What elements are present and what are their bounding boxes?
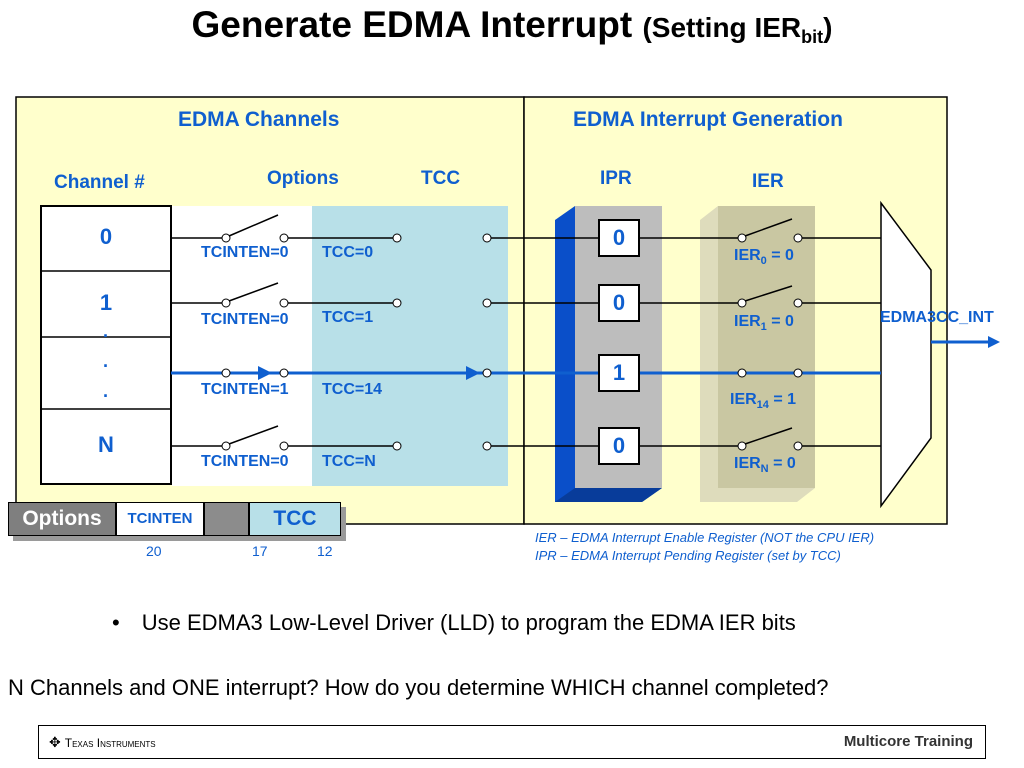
ier-bar xyxy=(718,206,815,488)
channel-ellipsis-dot: · xyxy=(103,356,109,376)
bullet-text: Use EDMA3 Low-Level Driver (LLD) to prog… xyxy=(141,610,796,635)
open-switch xyxy=(744,427,793,445)
channel-table xyxy=(40,205,172,485)
edma3cc-int-label: EDMA3CC_INT xyxy=(880,309,994,326)
bullet-icon: • xyxy=(112,610,120,635)
open-switch xyxy=(228,214,279,237)
options-column-header: Options xyxy=(267,168,339,189)
ipr-bit-0: 0 xyxy=(598,219,640,257)
ipr-note: IPR – EDMA Interrupt Pending Register (s… xyxy=(535,548,841,563)
ipr-bit-1: 0 xyxy=(598,284,640,322)
signal-row-0 xyxy=(171,214,881,243)
tcinten-label-1: TCINTEN=0 xyxy=(201,311,289,328)
ier-label-0: IER0 = 0 xyxy=(734,247,794,267)
tcc-label-0: TCC=0 xyxy=(322,244,374,261)
ti-logo-icon: ✥ xyxy=(49,734,61,750)
footer-right-text: Multicore Training xyxy=(843,733,973,750)
open-switch xyxy=(744,285,793,302)
ipr-bit-n: 0 xyxy=(598,427,640,465)
tcinten-label-n: TCINTEN=0 xyxy=(201,453,289,470)
question-text: N Channels and ONE interrupt? How do you… xyxy=(8,675,829,700)
channel-ellipsis-dot: · xyxy=(103,326,109,346)
tcc-band xyxy=(312,206,508,486)
tcc-label-14: TCC=14 xyxy=(322,381,383,398)
bit-number-20: 20 xyxy=(146,543,162,559)
signal-row-14 xyxy=(171,366,881,380)
title-sub: bit xyxy=(801,27,824,47)
signal-arrow-icon xyxy=(466,366,480,380)
tcinten-field: TCINTEN xyxy=(116,502,204,536)
options-register: Options TCINTEN TCC xyxy=(8,502,348,541)
tcc-label-n: TCC=N xyxy=(322,453,376,470)
ier-label-n: IERN = 0 xyxy=(734,455,796,475)
ipr-bit-14: 1 xyxy=(598,354,640,392)
tcc-column-header: TCC xyxy=(421,168,461,189)
reserved-field xyxy=(204,502,249,536)
ipr-column-header: IPR xyxy=(600,168,632,189)
output-arrow-icon xyxy=(988,336,1000,348)
ier-label-1: IER1 = 0 xyxy=(734,313,794,333)
open-switch xyxy=(228,282,279,302)
footer-bar: ✥Texas Instruments Multicore Training xyxy=(38,725,986,759)
ipr-bar-bottom xyxy=(555,488,662,502)
signal-row-1 xyxy=(171,282,881,308)
tcinten-label-0: TCINTEN=0 xyxy=(201,244,289,261)
channel-cell-n: N xyxy=(98,432,114,457)
tcinten-label-14: TCINTEN=1 xyxy=(201,381,289,398)
ier-label-14: IER14 = 1 xyxy=(730,391,797,411)
title-paren-open: ( xyxy=(642,12,652,43)
bullet-point: • Use EDMA3 Low-Level Driver (LLD) to pro… xyxy=(112,610,796,636)
bit-number-17: 17 xyxy=(252,543,268,559)
channel-column-header: Channel # xyxy=(54,172,145,193)
interrupt-mux xyxy=(880,200,932,509)
ti-logo-text: Texas Instruments xyxy=(64,736,156,750)
channel-cell-0: 0 xyxy=(99,224,113,249)
signal-row-n xyxy=(171,425,881,451)
slide-title: Generate EDMA Interrupt (Setting IERbit) xyxy=(0,4,1024,48)
ti-logo: ✥Texas Instruments xyxy=(49,734,156,751)
channel-ellipsis-dot: · xyxy=(103,386,109,406)
interrupt-generation-title: EDMA Interrupt Generation xyxy=(573,108,843,131)
open-switch xyxy=(228,425,279,445)
ier-note: IER – EDMA Interrupt Enable Register (NO… xyxy=(535,530,875,545)
title-main: Generate EDMA Interrupt xyxy=(191,4,633,45)
tcc-field: TCC xyxy=(249,502,341,536)
channel-cell-1: 1 xyxy=(99,290,113,315)
open-switch xyxy=(744,218,793,237)
options-register-label: Options xyxy=(8,502,116,536)
edma-channels-title: EDMA Channels xyxy=(178,108,340,131)
title-subtitle: (Setting IERbit) xyxy=(642,12,833,47)
title-paren-close: ) xyxy=(823,12,833,43)
signal-arrow-icon xyxy=(258,366,272,380)
bit-number-12: 12 xyxy=(317,543,333,559)
tcc-label-1: TCC=1 xyxy=(322,309,374,326)
ier-column-header: IER xyxy=(752,171,784,192)
title-paren-text: Setting IER xyxy=(651,12,802,43)
